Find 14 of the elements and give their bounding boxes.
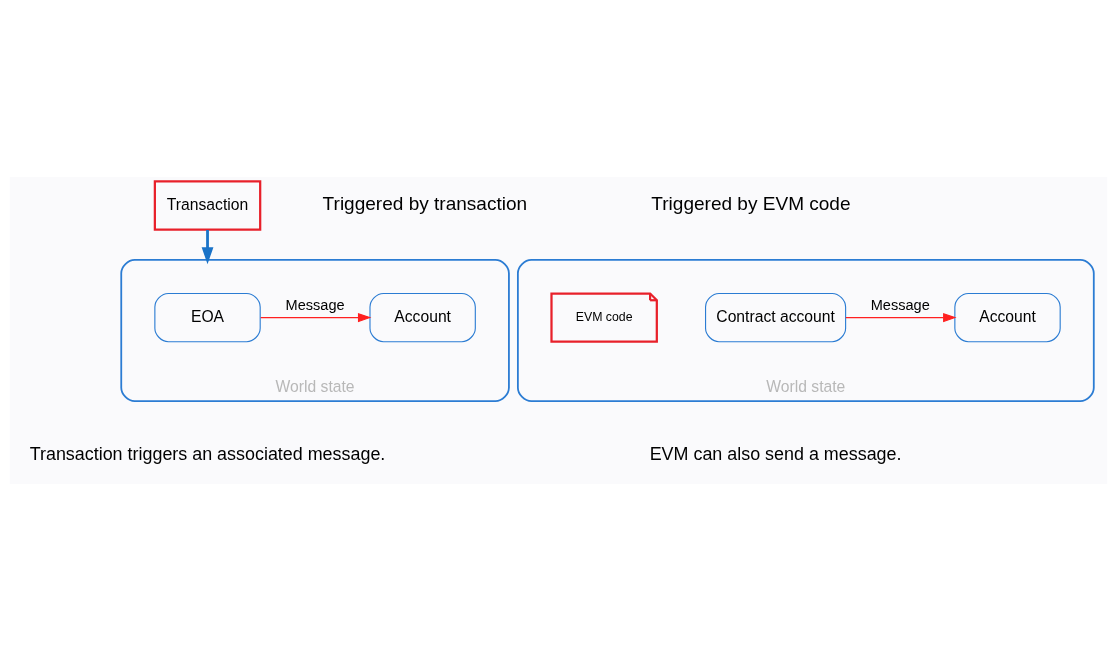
label: Triggered by EVM code bbox=[651, 193, 851, 215]
edge-label: Message bbox=[870, 297, 930, 314]
arrow bbox=[201, 229, 214, 265]
label: EVM can also send a message. bbox=[649, 443, 902, 464]
label: Transaction triggers an associated message. bbox=[29, 443, 386, 464]
node-box: Contract account bbox=[705, 292, 847, 343]
node-box: Account bbox=[369, 292, 476, 343]
label: Triggered by transaction bbox=[322, 193, 528, 215]
node-box: EOA bbox=[154, 292, 261, 343]
node-box: Account bbox=[954, 292, 1061, 343]
node-box: Transaction bbox=[153, 180, 262, 231]
arrow bbox=[260, 312, 372, 323]
edge-label: Message bbox=[285, 297, 345, 314]
arrow bbox=[845, 312, 957, 323]
